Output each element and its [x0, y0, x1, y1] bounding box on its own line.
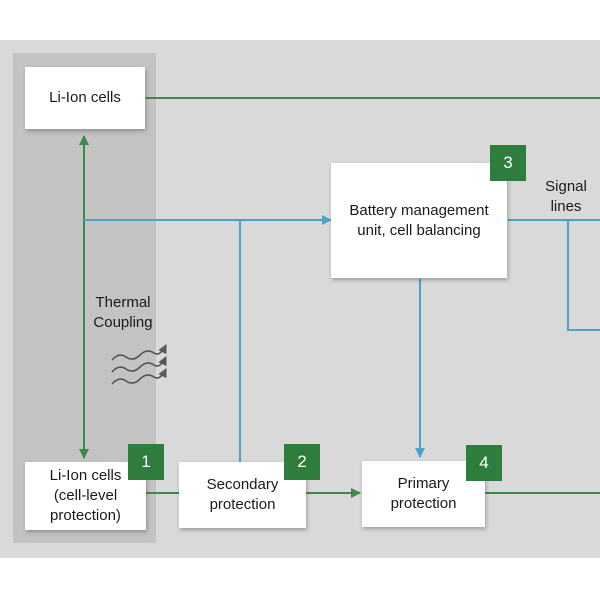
box-battery-management-label: Battery management unit, cell balancing — [349, 201, 489, 239]
signal-lines-label: Signal lines — [545, 178, 587, 215]
box-secondary-protection-label: Secondary protection — [206, 476, 279, 513]
box-battery-management-unit: Battery management unit, cell balancing — [331, 163, 507, 278]
badge-4: 4 — [466, 445, 502, 481]
box-cells-protection-label: Li-Ion cells (cell-level protection) — [49, 467, 122, 524]
badge-3: 3 — [490, 145, 526, 181]
box-primary-protection: Primary protection — [362, 461, 485, 527]
badge-1: 1 — [128, 444, 164, 480]
signal-lines-branch — [567, 220, 600, 331]
heat-waves-icon — [111, 344, 167, 385]
thermal-coupling-label: Thermal Coupling — [93, 294, 153, 331]
box-primary-protection-label: Primary protection — [390, 475, 457, 512]
box-li-ion-cells-label: Li-Ion cells — [49, 89, 121, 106]
badge-2: 2 — [284, 444, 320, 480]
box-li-ion-cells-protection: Li-Ion cells (cell-level protection) — [25, 462, 146, 530]
box-li-ion-cells: Li-Ion cells — [25, 67, 145, 129]
